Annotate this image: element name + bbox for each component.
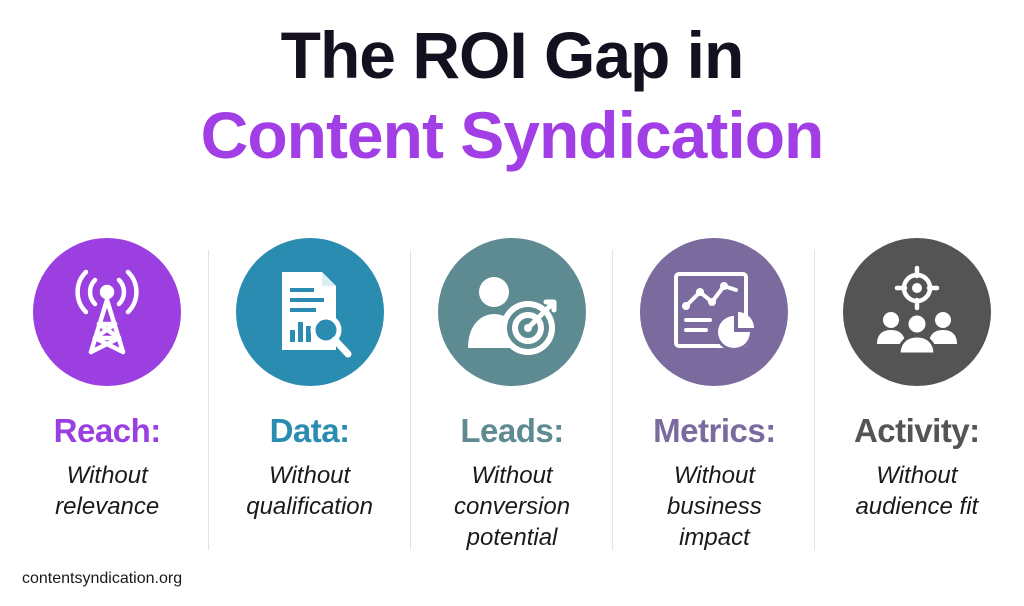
audience-target-icon (876, 265, 957, 356)
reach-label: Reach: (53, 412, 162, 449)
activity-circle (842, 238, 991, 386)
page-title: The ROI Gap in Content Syndication (0, 22, 1024, 168)
leads-circle (438, 238, 587, 386)
column-metrics: Metrics: Without business impact (613, 232, 815, 562)
radio-tower-icon (75, 269, 139, 355)
metrics-circle (640, 238, 789, 386)
analytics-report-icon (674, 272, 755, 351)
title-line-2: Content Syndication (200, 98, 825, 172)
leads-label: Leads: (460, 412, 564, 449)
data-circle (235, 238, 384, 386)
person-target-icon (468, 277, 557, 355)
divider (814, 250, 815, 550)
divider (410, 250, 411, 550)
reach-circle (33, 238, 182, 386)
metrics-label: Metrics: (653, 412, 776, 449)
column-reach: Reach: Without relevance (6, 232, 208, 562)
leads-description: Without conversion potential (453, 462, 571, 551)
footer-domain: contentsyndication.org (22, 570, 183, 587)
activity-description: Without audience fit (855, 462, 979, 520)
activity-label: Activity: (853, 412, 980, 449)
divider (208, 250, 209, 550)
column-activity: Activity: Without audience fit (816, 232, 1018, 562)
document-search-icon (281, 272, 352, 358)
gap-columns: Reach: Without relevance Data: Without q… (6, 232, 1018, 562)
column-leads: Leads: Without conversion potential (411, 232, 613, 562)
metrics-description: Without business impact (667, 462, 762, 551)
reach-description: Without relevance (55, 462, 160, 520)
title-line-1: The ROI Gap in (280, 18, 745, 92)
divider (612, 250, 613, 550)
data-description: Without qualification (246, 462, 373, 520)
column-data: Data: Without qualification (208, 232, 410, 562)
data-label: Data: (269, 412, 351, 449)
